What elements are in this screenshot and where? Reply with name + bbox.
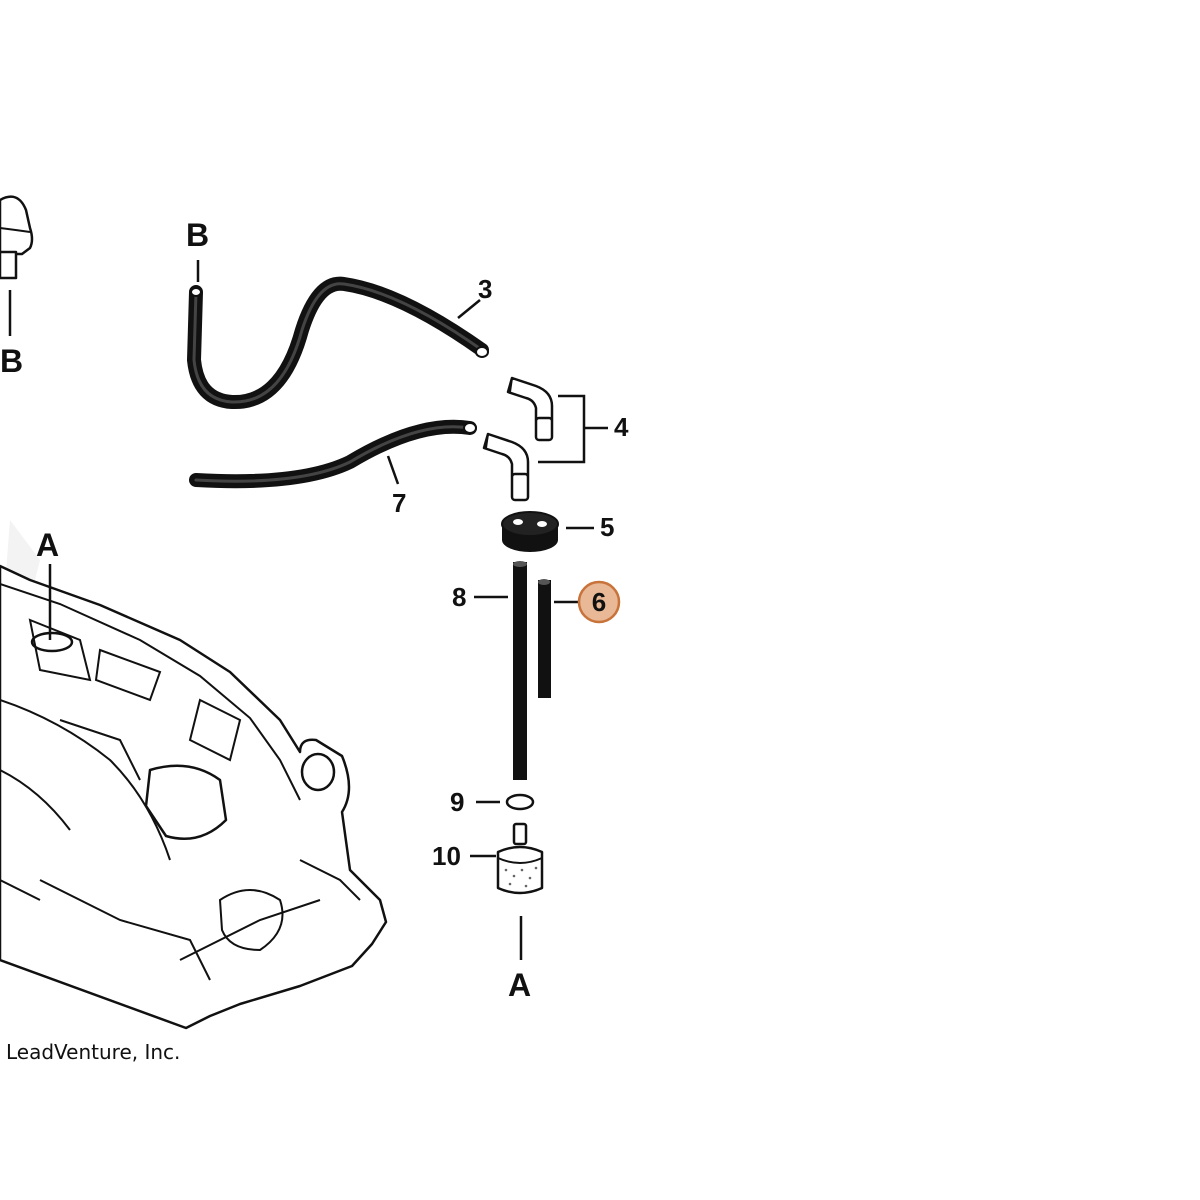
callout-9: 9 <box>450 787 464 817</box>
callout-4: 4 <box>614 412 629 442</box>
callout-10: 10 <box>432 841 461 871</box>
callout-8: 8 <box>452 582 466 612</box>
callout-5: 5 <box>600 512 614 542</box>
ref-label-a-bottom: A <box>508 967 531 1003</box>
callout-3: 3 <box>478 274 492 304</box>
callout-7: 7 <box>392 488 406 518</box>
elbow-fitting-upper <box>506 376 554 442</box>
tank-housing <box>0 564 388 1030</box>
ref-label-b-left: B <box>0 343 23 379</box>
primer-bulb <box>0 195 34 336</box>
callout-6: 6 <box>592 587 606 617</box>
ref-label-a-top: A <box>36 527 59 563</box>
ref-label-b-hose: B <box>186 217 209 253</box>
fuel-filter-10 <box>470 822 544 960</box>
tube-8 <box>474 561 527 780</box>
callout-6-highlight[interactable]: 6 <box>577 580 621 624</box>
hose-7 <box>189 419 477 489</box>
tube-6 <box>538 579 580 698</box>
elbow-fitting-lower <box>482 432 530 502</box>
bracket-4 <box>538 394 608 464</box>
copyright-text: LeadVenture, Inc. <box>6 1040 181 1064</box>
hose-3 <box>186 260 489 410</box>
grommet-5 <box>501 511 594 552</box>
ring-9 <box>476 793 535 811</box>
